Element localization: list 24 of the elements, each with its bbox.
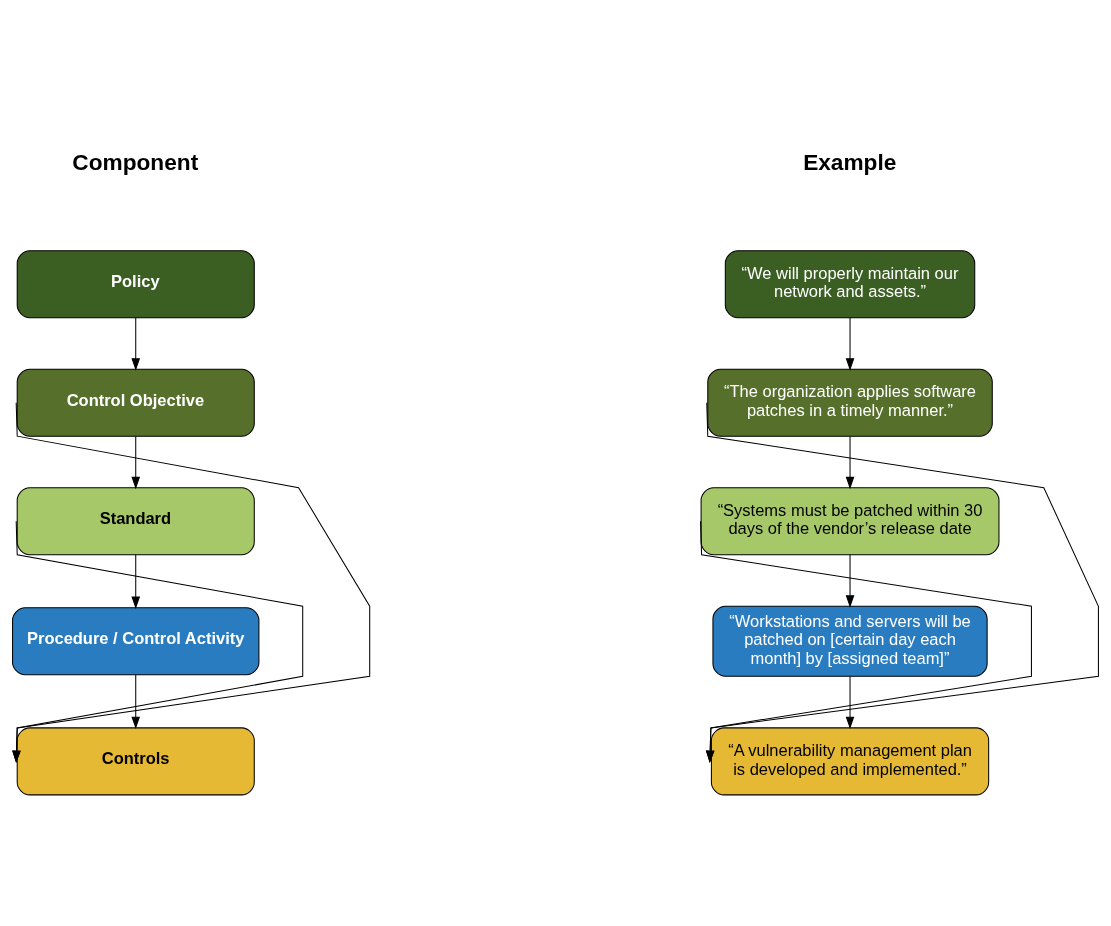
node-box: “We will properly maintain our network and assets.” [724,249,976,318]
node-box: “The organization applies software patches in a timely manner.” [707,368,993,437]
arrow [700,520,1032,763]
arrow [845,675,855,729]
arrow [12,401,371,763]
node-box: “Workstations and servers will be patched on [certain day each month] by [assigned team]” [712,605,988,677]
arrow [131,673,141,729]
node-box: Standard [16,486,255,555]
node-box: Policy [16,249,255,318]
arrow [845,553,855,608]
node-box: “Systems must be patched within 30 days of the vendor’s release date [700,486,1000,555]
arrow [131,553,141,609]
label: Example [803,148,897,175]
label: Component [72,148,199,175]
arrow [131,316,141,371]
node-box: “A vulnerability management plan is developed and implemented.” [710,726,990,795]
arrow [845,316,855,371]
node-box: Procedure / Control Activity [12,606,260,675]
arrow [845,435,855,489]
arrow [12,520,304,763]
arrow [705,401,1099,763]
node-box: Controls [16,726,255,795]
node-box: Control Objective [16,368,255,437]
arrow [131,435,141,489]
